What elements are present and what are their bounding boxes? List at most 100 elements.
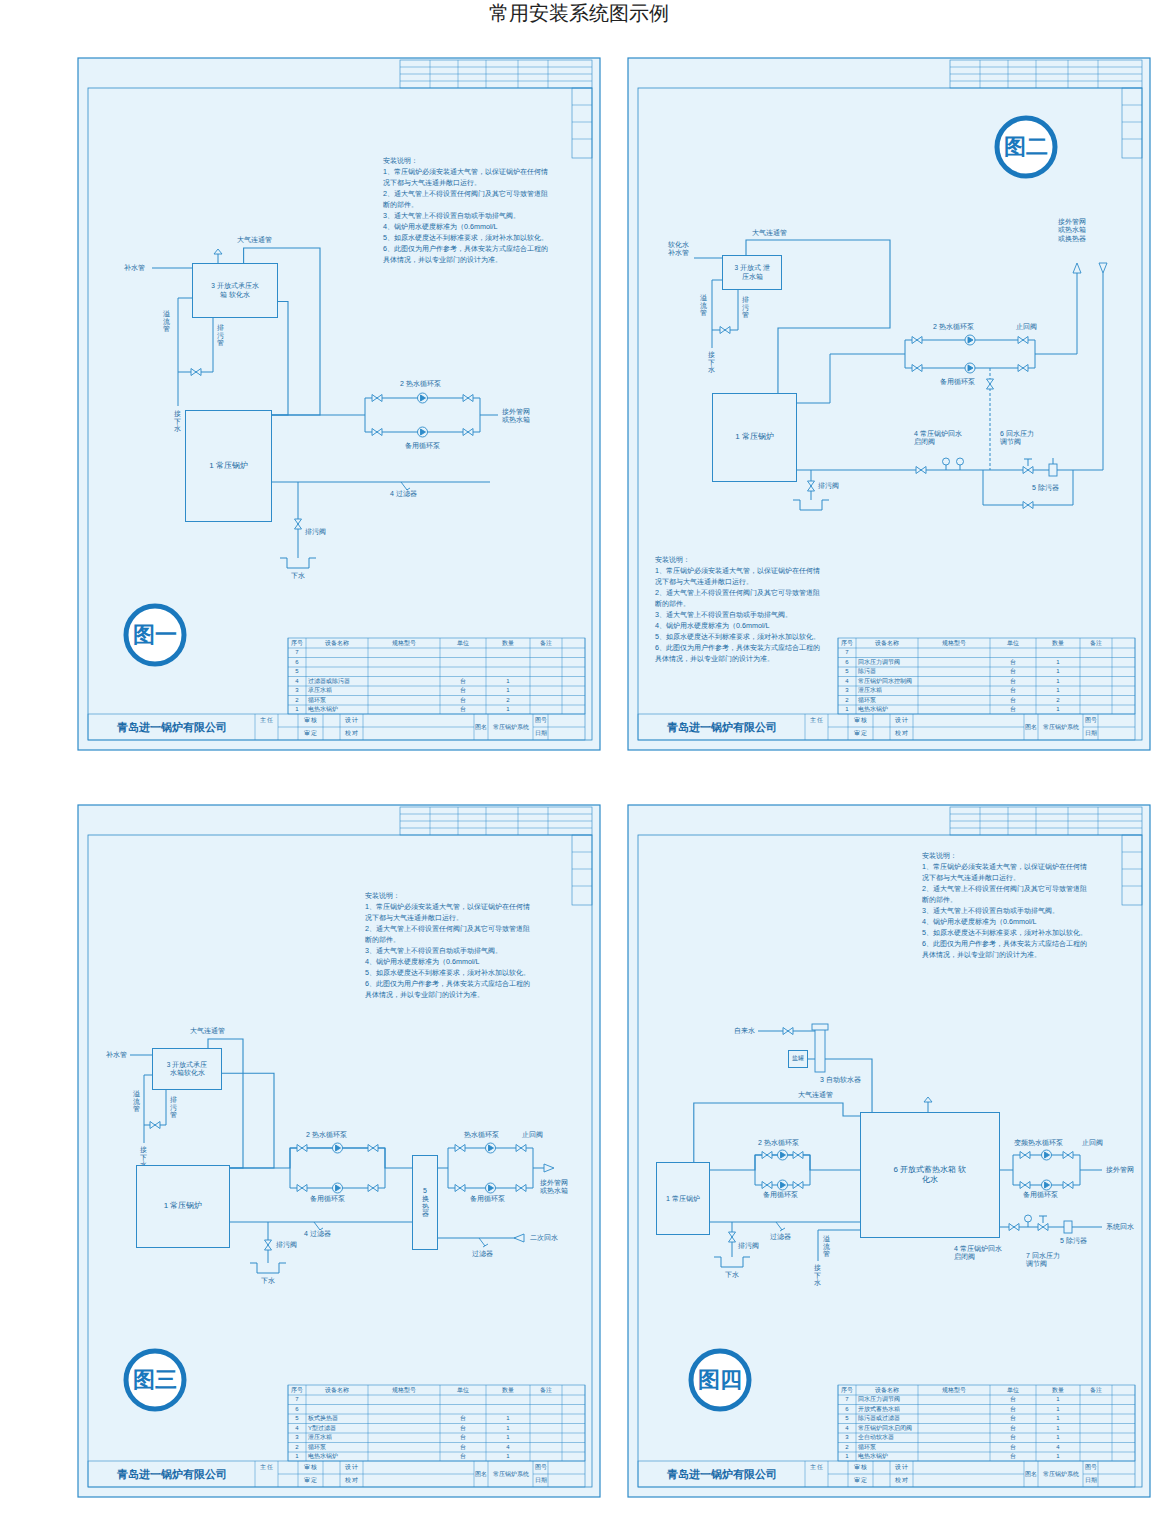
pump-symbol bbox=[968, 337, 973, 343]
pipe-line bbox=[144, 1075, 152, 1143]
table-cell: 承压水箱 bbox=[306, 686, 368, 696]
pipe-line bbox=[1038, 1461, 1039, 1487]
pipe-line bbox=[1080, 1385, 1081, 1461]
pipe-line bbox=[218, 254, 219, 263]
pipe-line bbox=[983, 470, 1073, 505]
pipe-line bbox=[144, 1090, 166, 1125]
part-label: 接外管网 或热水箱 或换热器 bbox=[1058, 218, 1092, 243]
pipe-line bbox=[890, 1461, 891, 1487]
drawing-sheet bbox=[78, 58, 600, 750]
pipe-line bbox=[288, 1433, 585, 1434]
figure-number: 图一 bbox=[133, 624, 177, 646]
table-header: 规格型号 bbox=[918, 1385, 990, 1395]
pump-symbol bbox=[1045, 1152, 1050, 1158]
pipe-line bbox=[960, 465, 961, 470]
title-block-cell: 设 计 bbox=[890, 714, 913, 727]
flow-arrow bbox=[544, 1164, 554, 1172]
part-label: 4 过滤器 bbox=[390, 490, 417, 498]
table-cell: 1 bbox=[1036, 658, 1080, 668]
table-header: 数量 bbox=[486, 1385, 530, 1395]
pipe-line bbox=[323, 714, 324, 740]
title-block-cell: 图名 bbox=[1024, 1461, 1038, 1487]
part-label: 变频热水循环泵 bbox=[1014, 1139, 1063, 1147]
pipe-line bbox=[828, 1474, 1024, 1475]
company-name: 青岛进一锅炉有限公司 bbox=[638, 1461, 805, 1487]
table-header: 单位 bbox=[990, 638, 1036, 648]
table-header: 数量 bbox=[486, 638, 530, 648]
pipe-line bbox=[474, 714, 475, 740]
valve-symbol bbox=[150, 1122, 160, 1129]
table-cell: 1 bbox=[1036, 667, 1080, 677]
table-cell: 循环泵 bbox=[856, 696, 918, 706]
valve-symbol bbox=[1009, 1224, 1019, 1231]
pipe-line bbox=[946, 465, 947, 470]
pipe-line bbox=[400, 81, 592, 82]
table-cell: 1 bbox=[486, 1424, 530, 1434]
frame-rect bbox=[950, 60, 1142, 88]
table-cell: 过滤器或除污器 bbox=[306, 677, 368, 687]
pipe-line bbox=[838, 1385, 839, 1461]
title-block-cell: 常压锅炉系统 bbox=[488, 714, 533, 740]
title-block-cell: 审 定 bbox=[298, 1474, 323, 1487]
frame-rect bbox=[288, 638, 585, 714]
part-label: 过滤器 bbox=[472, 1250, 493, 1258]
pipe-line bbox=[990, 1385, 991, 1461]
part-label: 备用循环泵 bbox=[470, 1195, 505, 1203]
table-cell: 1 bbox=[1036, 1433, 1080, 1443]
pipe-line bbox=[712, 290, 738, 330]
note-text: 5、如原水硬度达不到标准要求，须对补水加以软化。 bbox=[922, 927, 1092, 938]
table-cell: 循环泵 bbox=[306, 1443, 368, 1453]
valve-symbol bbox=[762, 1182, 772, 1189]
node-text: 3 开放式承压 水箱软化水 bbox=[165, 1061, 209, 1078]
title-block-cell: 日期 bbox=[1083, 727, 1098, 740]
table-cell: 1 bbox=[288, 705, 306, 715]
pipe-line bbox=[288, 638, 289, 714]
pipe-line bbox=[288, 1414, 585, 1415]
installation-notes: 安装说明：1、常压锅炉必须安装通大气管，以保证锅炉在任何情况下都与大气连通并敞口… bbox=[383, 155, 553, 265]
part-label: 接下水 bbox=[708, 351, 715, 374]
pipe-line bbox=[1036, 60, 1037, 88]
note-text: 4、锅炉用水硬度标准为（0.6mmol/L bbox=[922, 916, 1092, 927]
table-cell: 1 bbox=[1036, 677, 1080, 687]
pump-symbol bbox=[778, 1180, 788, 1190]
pipe-line bbox=[298, 1461, 299, 1487]
part-label: 4 常压锅炉回水 启闭阀 bbox=[914, 430, 968, 447]
part-label: 接下水 bbox=[814, 1264, 821, 1287]
title-block-cell: 日期 bbox=[533, 727, 548, 740]
valve-symbol bbox=[1038, 1224, 1048, 1231]
part-label: 热水循环泵 bbox=[464, 1131, 499, 1139]
table-header: 数量 bbox=[1036, 1385, 1080, 1395]
pump-symbol bbox=[1042, 1180, 1052, 1190]
title-block-cell: 校 对 bbox=[890, 727, 913, 740]
title-block-cell: 日期 bbox=[533, 1474, 548, 1487]
table-cell: 台 bbox=[990, 1452, 1036, 1462]
page-title: 常用安装系统图示例 bbox=[0, 0, 1157, 26]
table-cell: 7 bbox=[288, 1395, 306, 1405]
pump-symbol bbox=[965, 335, 975, 345]
table-cell: 2 bbox=[288, 1443, 306, 1453]
title-block-cell: 主 任 bbox=[255, 1461, 278, 1474]
company-name: 青岛进一锅炉有限公司 bbox=[88, 1461, 255, 1487]
pipe-line bbox=[1038, 714, 1039, 740]
pipe-line bbox=[838, 705, 1135, 706]
table-header: 备注 bbox=[530, 638, 562, 648]
table-cell: 7 bbox=[838, 648, 856, 658]
table-cell: 台 bbox=[990, 696, 1036, 706]
title-block-cell: 图号 bbox=[533, 714, 548, 727]
drawing-sheet bbox=[78, 805, 600, 1497]
title-block-cell: 设 计 bbox=[340, 714, 363, 727]
valve-symbol bbox=[729, 1232, 736, 1242]
pipe-line bbox=[905, 340, 906, 368]
pipe-line bbox=[430, 807, 431, 835]
boiler-box: 1 常压锅炉 bbox=[136, 1165, 230, 1248]
pipe-line bbox=[440, 1385, 441, 1461]
table-cell: 1 bbox=[486, 1414, 530, 1424]
pipe-line bbox=[572, 869, 592, 870]
pipe-connector bbox=[272, 302, 288, 416]
pipe-line bbox=[950, 828, 1142, 829]
pipe-line bbox=[250, 1263, 286, 1273]
frame-rect bbox=[950, 807, 1142, 835]
pipe-line bbox=[797, 354, 905, 403]
frame-rect bbox=[88, 1461, 585, 1487]
part-label: 下水 bbox=[291, 572, 305, 580]
